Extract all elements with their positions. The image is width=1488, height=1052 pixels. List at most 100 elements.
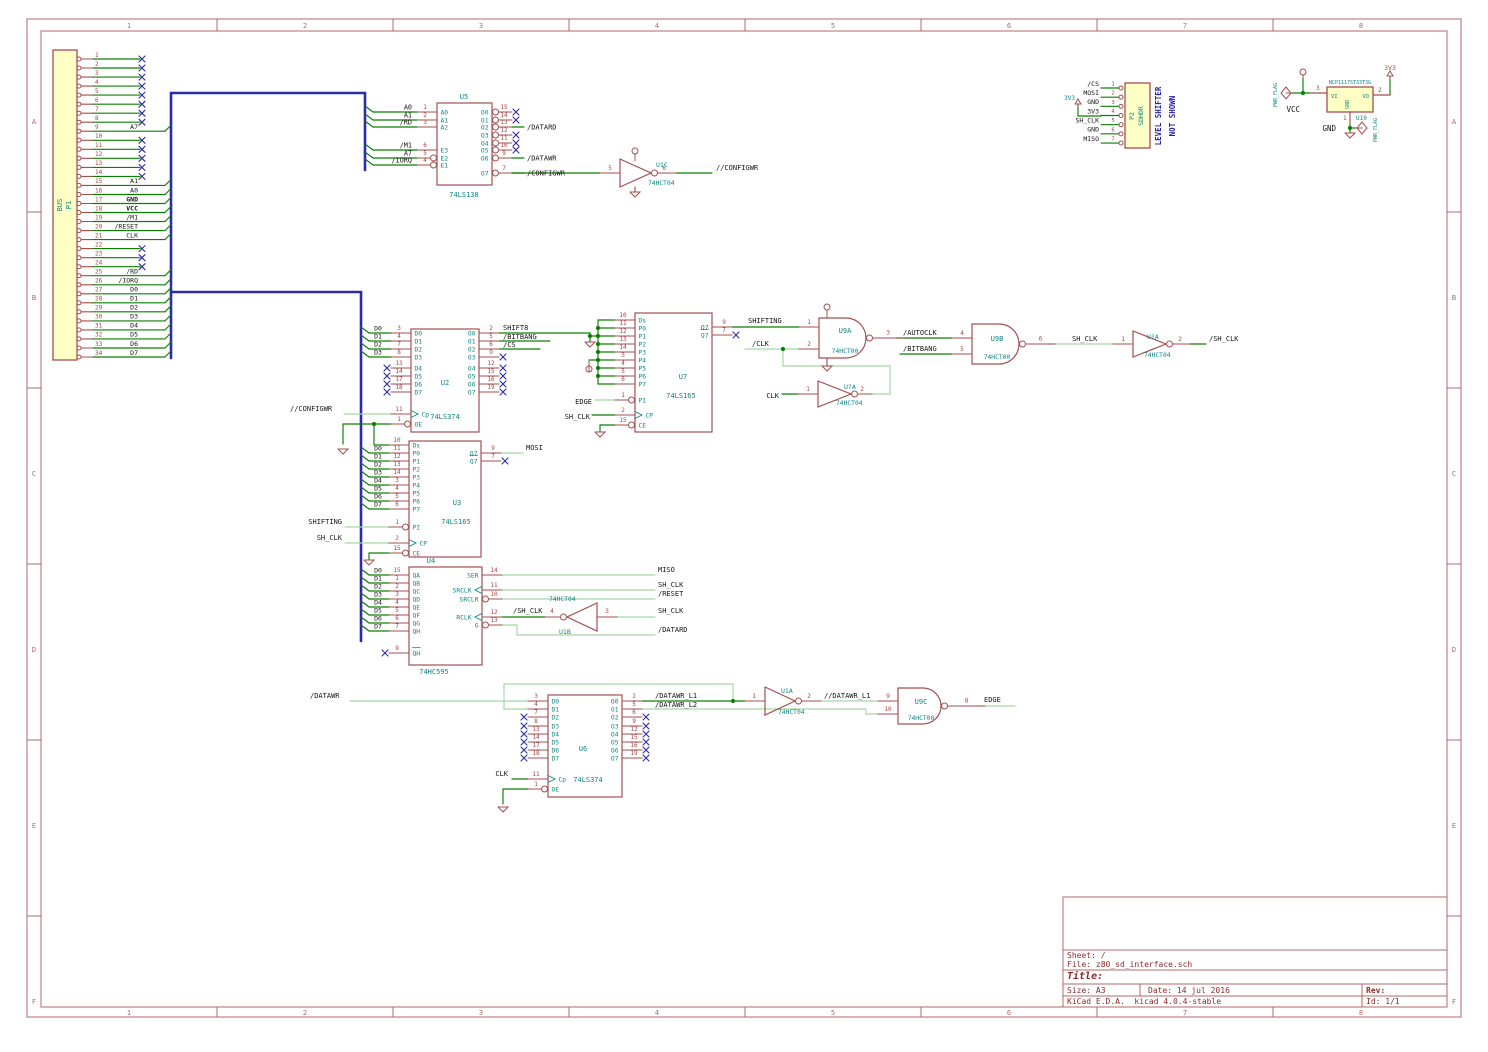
net-label[interactable]: D0 <box>130 286 138 294</box>
net-label[interactable]: /IORQ <box>392 157 412 165</box>
ic-U3[interactable] <box>408 440 482 558</box>
net-label[interactable]: /DATARD <box>658 626 688 634</box>
net-label[interactable]: VCC <box>126 204 138 212</box>
wire[interactable] <box>501 624 656 636</box>
net-label[interactable]: D1 <box>374 453 382 461</box>
net-label[interactable]: D2 <box>374 341 382 349</box>
net-label[interactable]: 3V3 <box>1087 107 1099 115</box>
component-body[interactable] <box>52 49 78 361</box>
wire[interactable] <box>368 552 390 561</box>
net-label[interactable]: D2 <box>130 304 138 312</box>
ic-U2[interactable] <box>410 328 480 433</box>
net-label[interactable]: D4 <box>374 477 382 485</box>
net-label[interactable]: //DATAWR_L1 <box>824 692 870 700</box>
wire[interactable] <box>373 423 390 446</box>
net-label[interactable]: /DATAWR_L2 <box>655 701 697 709</box>
gnd-symbol[interactable] <box>629 191 642 198</box>
net-label[interactable]: /SH_CLK <box>513 607 543 615</box>
pwr-flag[interactable] <box>1280 86 1292 100</box>
net-label[interactable]: D5 <box>374 485 382 493</box>
net-label[interactable]: D6 <box>130 340 138 348</box>
net-label[interactable]: D1 <box>374 333 382 341</box>
gnd-symbol[interactable] <box>821 365 834 372</box>
net-label[interactable]: D5 <box>374 607 382 615</box>
gnd-symbol[interactable] <box>584 341 597 348</box>
ic-U6[interactable] <box>547 694 623 798</box>
wire[interactable] <box>599 424 616 433</box>
net-label[interactable]: /DATAWR_L1 <box>655 692 697 700</box>
net-label[interactable]: SHIFT8 <box>503 324 528 332</box>
net-label[interactable]: /M1 <box>400 142 412 150</box>
net-label[interactable]: D5 <box>130 331 138 339</box>
net-label[interactable]: /DATARD <box>527 124 557 132</box>
net-label[interactable]: D7 <box>374 501 382 509</box>
net-label[interactable]: /CS <box>1087 80 1099 88</box>
component-body[interactable] <box>1124 82 1151 149</box>
net-label[interactable]: D7 <box>130 349 138 357</box>
net-label[interactable]: D3 <box>374 591 382 599</box>
net-label[interactable]: SH_CLK <box>1076 116 1100 124</box>
net-label[interactable]: /RESET <box>658 590 684 598</box>
net-label[interactable]: /IORQ <box>118 277 138 285</box>
net-label[interactable]: /RESET <box>115 222 139 230</box>
net-label[interactable]: A0 <box>404 104 412 112</box>
gnd-symbol[interactable] <box>337 448 350 455</box>
net-label[interactable]: /BITBANG <box>503 333 537 341</box>
net-label[interactable]: SH_CLK <box>658 581 684 589</box>
net-label[interactable]: D3 <box>130 313 138 321</box>
ic-U5[interactable] <box>436 102 493 186</box>
net-label[interactable]: /CONFIGWR <box>527 170 566 178</box>
pwr-flag[interactable] <box>1356 121 1368 135</box>
net-label[interactable]: EDGE <box>984 696 1001 704</box>
gate-U9A[interactable] <box>818 317 867 359</box>
gate-U1C[interactable] <box>619 158 653 188</box>
net-label[interactable]: A0 <box>130 186 138 194</box>
gnd-symbol[interactable] <box>497 806 510 813</box>
net-label[interactable]: /AUTOCLK <box>903 329 938 337</box>
bus-line[interactable] <box>169 290 363 643</box>
net-label[interactable]: D4 <box>130 322 138 330</box>
net-label[interactable]: //CONFIGWR <box>290 405 333 413</box>
net-label[interactable]: /CS <box>503 341 516 349</box>
net-label[interactable]: D4 <box>374 599 382 607</box>
net-label[interactable]: A1 <box>130 177 138 185</box>
net-label[interactable]: D7 <box>374 623 382 631</box>
net-label[interactable]: D0 <box>374 445 382 453</box>
wire[interactable] <box>503 683 734 710</box>
net-label[interactable]: GND <box>1087 126 1099 134</box>
net-label[interactable]: A1 <box>404 112 412 120</box>
net-label[interactable]: SH_CLK <box>317 534 343 542</box>
net-label[interactable]: D6 <box>374 493 382 501</box>
gate-U1B[interactable] <box>565 602 598 632</box>
wire[interactable] <box>502 788 529 805</box>
wire[interactable] <box>1077 103 1102 117</box>
ic-U4[interactable] <box>408 566 483 666</box>
net-label[interactable]: D2 <box>374 583 382 591</box>
net-label[interactable]: MOSI <box>526 444 543 452</box>
net-label[interactable]: A7 <box>130 123 138 131</box>
gnd-symbol[interactable] <box>363 559 376 566</box>
gate-U9B[interactable] <box>971 323 1020 365</box>
net-label[interactable]: D3 <box>374 469 382 477</box>
net-label[interactable]: D2 <box>374 461 382 469</box>
net-label[interactable]: //CONFIGWR <box>716 164 759 172</box>
net-label[interactable]: CLK <box>126 231 138 239</box>
net-label[interactable]: EDGE <box>575 398 592 406</box>
net-label[interactable]: SH_CLK <box>658 607 684 615</box>
net-label[interactable]: /CLK <box>752 340 770 348</box>
gnd-symbol[interactable] <box>1344 132 1357 139</box>
net-label[interactable]: GND <box>126 195 138 203</box>
net-label[interactable]: D6 <box>374 615 382 623</box>
net-label[interactable]: SHIFTING <box>748 317 782 325</box>
bus-line[interactable] <box>169 91 367 287</box>
gnd-symbol[interactable] <box>594 431 607 438</box>
net-label[interactable]: /BITBANG <box>903 345 937 353</box>
net-label[interactable]: D3 <box>374 349 382 357</box>
wire[interactable] <box>782 348 891 395</box>
net-label[interactable]: /SH_CLK <box>1209 335 1239 343</box>
net-label[interactable]: /M1 <box>126 213 138 221</box>
net-label[interactable]: SH_CLK <box>1072 335 1098 343</box>
net-label[interactable]: A7 <box>404 150 412 158</box>
net-label[interactable]: SH_CLK <box>565 413 591 421</box>
power-3v3-arrow[interactable] <box>1074 98 1082 105</box>
